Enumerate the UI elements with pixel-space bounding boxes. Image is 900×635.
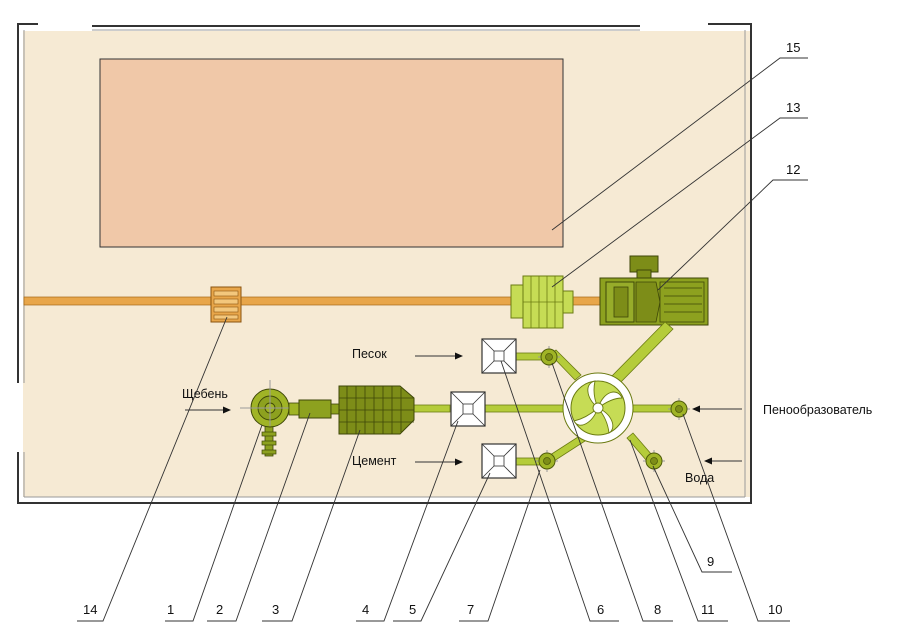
label-foam-agent: Пенообразователь bbox=[763, 403, 872, 417]
gravel-crusher bbox=[240, 380, 300, 457]
hopper-sand bbox=[481, 338, 517, 374]
callout-1: 1 bbox=[167, 602, 174, 617]
callout-6: 6 bbox=[597, 602, 604, 617]
label-cement: Цемент bbox=[352, 454, 397, 468]
callout-2: 2 bbox=[216, 602, 223, 617]
label-water: Вода bbox=[685, 471, 714, 485]
callout-numbers: 14 1 2 3 4 5 7 6 8 11 9 10 12 13 15 bbox=[83, 40, 800, 617]
belt-drive bbox=[210, 286, 242, 323]
coupling-unit bbox=[510, 275, 574, 329]
arrow-icon bbox=[704, 457, 712, 465]
reducer bbox=[288, 399, 340, 419]
callout-14: 14 bbox=[83, 602, 97, 617]
callout-7: 7 bbox=[467, 602, 474, 617]
arrow-icon bbox=[223, 406, 231, 414]
callout-12: 12 bbox=[786, 162, 800, 177]
valve-cement bbox=[536, 450, 558, 472]
callout-13: 13 bbox=[786, 100, 800, 115]
grid-screen bbox=[338, 385, 415, 435]
callout-9: 9 bbox=[707, 554, 714, 569]
pipelines bbox=[411, 321, 674, 466]
callout-15: 15 bbox=[786, 40, 800, 55]
arrow-icon bbox=[692, 405, 700, 413]
valve-foam-agent bbox=[668, 398, 690, 420]
arrow-icon bbox=[455, 352, 463, 360]
callout-11: 11 bbox=[701, 602, 715, 617]
callout-3: 3 bbox=[272, 602, 279, 617]
arrow-icon bbox=[455, 458, 463, 466]
room-walls bbox=[17, 23, 752, 504]
label-sand: Песок bbox=[352, 347, 387, 361]
hopper-gravel bbox=[450, 391, 486, 427]
callout-4: 4 bbox=[362, 602, 369, 617]
storage-area bbox=[99, 58, 564, 248]
leader-lines bbox=[77, 57, 808, 622]
drive-motor bbox=[599, 255, 709, 326]
callout-8: 8 bbox=[654, 602, 661, 617]
label-gravel: Щебень bbox=[182, 387, 228, 401]
hopper-cement bbox=[481, 443, 517, 479]
callout-5: 5 bbox=[409, 602, 416, 617]
mixer bbox=[562, 372, 634, 444]
valve-sand bbox=[538, 346, 560, 368]
callout-10: 10 bbox=[768, 602, 782, 617]
